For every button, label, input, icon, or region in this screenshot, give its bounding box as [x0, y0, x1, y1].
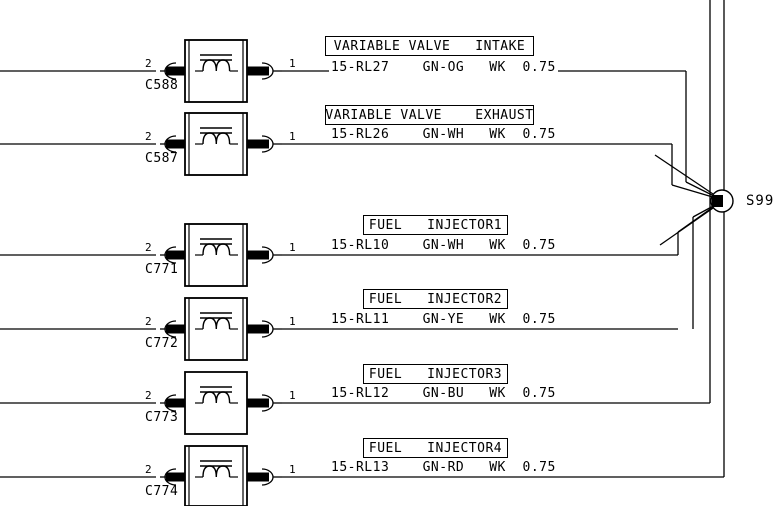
wire-designation-row-4: 15-RL11 GN-YE WK 0.75 — [329, 312, 558, 327]
component-title-row-2: VARIABLE VALVE EXHAUST — [325, 105, 534, 125]
pin-number-left-row-4: 2 — [145, 315, 152, 328]
wire-designation-row-5: 15-RL12 GN-BU WK 0.75 — [329, 386, 558, 401]
component-title-row-5: FUEL INJECTOR3 — [363, 364, 508, 384]
wire-diag-extra-upper — [654, 154, 717, 197]
connector-id-c587: C587 — [145, 151, 179, 166]
component-title-row-3: FUEL INJECTOR1 — [363, 215, 508, 235]
splice-label-s99: S99 — [746, 193, 775, 209]
connector-id-c771: C771 — [145, 262, 179, 277]
connector-id-c588: C588 — [145, 78, 179, 93]
pin-number-left-row-6: 2 — [145, 463, 152, 476]
pin-number-left-row-2: 2 — [145, 130, 152, 143]
pin-number-left-row-3: 2 — [145, 241, 152, 254]
pin-number-right-row-3: 1 — [289, 241, 296, 254]
wire-designation-row-6: 15-RL13 GN-RD WK 0.75 — [329, 460, 558, 475]
wire-designation-row-2: 15-RL26 GN-WH WK 0.75 — [329, 127, 558, 142]
component-title-row-4: FUEL INJECTOR2 — [363, 289, 508, 309]
connector-id-c774: C774 — [145, 484, 179, 499]
pin-blade-c588 — [166, 66, 188, 76]
wire-designation-row-1: 15-RL27 GN-OG WK 0.75 — [329, 60, 558, 75]
splice-fill-s99 — [712, 195, 723, 207]
wire-diag-row-2 — [671, 184, 717, 199]
wire-designation-row-3: 15-RL10 GN-WH WK 0.75 — [329, 238, 558, 253]
connector-id-c772: C772 — [145, 336, 179, 351]
pin-number-left-row-1: 2 — [145, 57, 152, 70]
pin-number-right-row-2: 1 — [289, 130, 296, 143]
component-title-row-6: FUEL INJECTOR4 — [363, 438, 508, 458]
pin-number-right-row-5: 1 — [289, 389, 296, 402]
pin-number-right-row-1: 1 — [289, 57, 296, 70]
component-title-row-1: VARIABLE VALVE INTAKE — [325, 36, 534, 56]
pin-number-right-row-6: 1 — [289, 463, 296, 476]
pin-number-left-row-5: 2 — [145, 389, 152, 402]
wire-diag-extra-lower — [659, 205, 717, 246]
pin-number-right-row-4: 1 — [289, 315, 296, 328]
wire-diag-row-1 — [685, 181, 717, 198]
connector-id-c773: C773 — [145, 410, 179, 425]
